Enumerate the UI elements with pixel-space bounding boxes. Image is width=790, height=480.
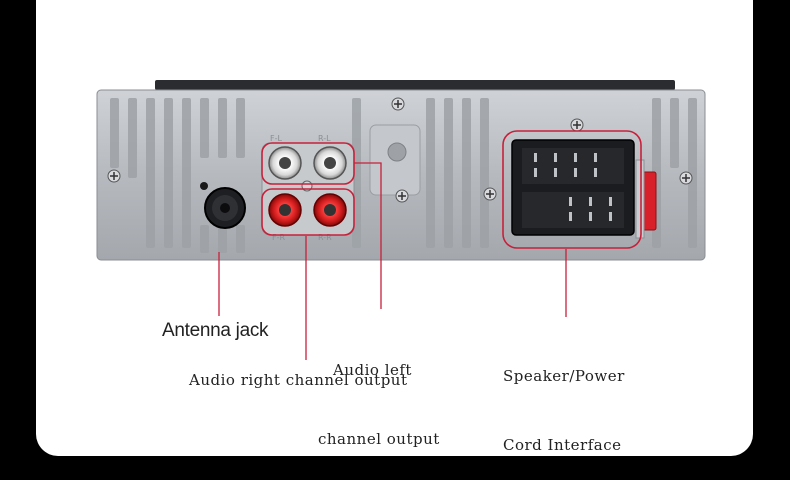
speaker-line1: Speaker/Power (503, 367, 625, 385)
mark-rear-right: R-R (318, 233, 332, 242)
antenna-jack-label: Antenna jack (162, 320, 269, 341)
leader-lines (218, 162, 567, 360)
speaker-line2: Cord Interface (503, 436, 622, 454)
screw-icon (483, 187, 497, 201)
screw-icon (391, 97, 405, 111)
mark-front-right: F-R (272, 233, 285, 242)
screw-icon (679, 171, 693, 185)
mark-rear-left: R-L (318, 134, 331, 143)
center-hole (387, 142, 407, 162)
top-edge (155, 80, 675, 90)
screw-icon (395, 189, 409, 203)
rca-white-icon (313, 146, 347, 180)
antenna-jack-icon (204, 187, 246, 229)
rca-white-icon (268, 146, 302, 180)
screw-icon (107, 169, 121, 183)
audio-left-line1: Audio left (333, 361, 412, 379)
side-bracket (635, 159, 645, 239)
audio-right-label: Audio right channel output (189, 371, 408, 389)
mark-front-left: F-L (270, 134, 282, 143)
audio-left-line2: channel output (318, 430, 440, 448)
rca-red-icon (268, 193, 302, 227)
rca-red-icon (313, 193, 347, 227)
antenna-hole (200, 182, 208, 190)
audio-left-label: Audio left channel output (318, 313, 440, 474)
iso-connector-icon (511, 139, 635, 236)
screw-icon (570, 118, 584, 132)
speaker-power-label: Speaker/Power Cord Interface (503, 319, 625, 480)
